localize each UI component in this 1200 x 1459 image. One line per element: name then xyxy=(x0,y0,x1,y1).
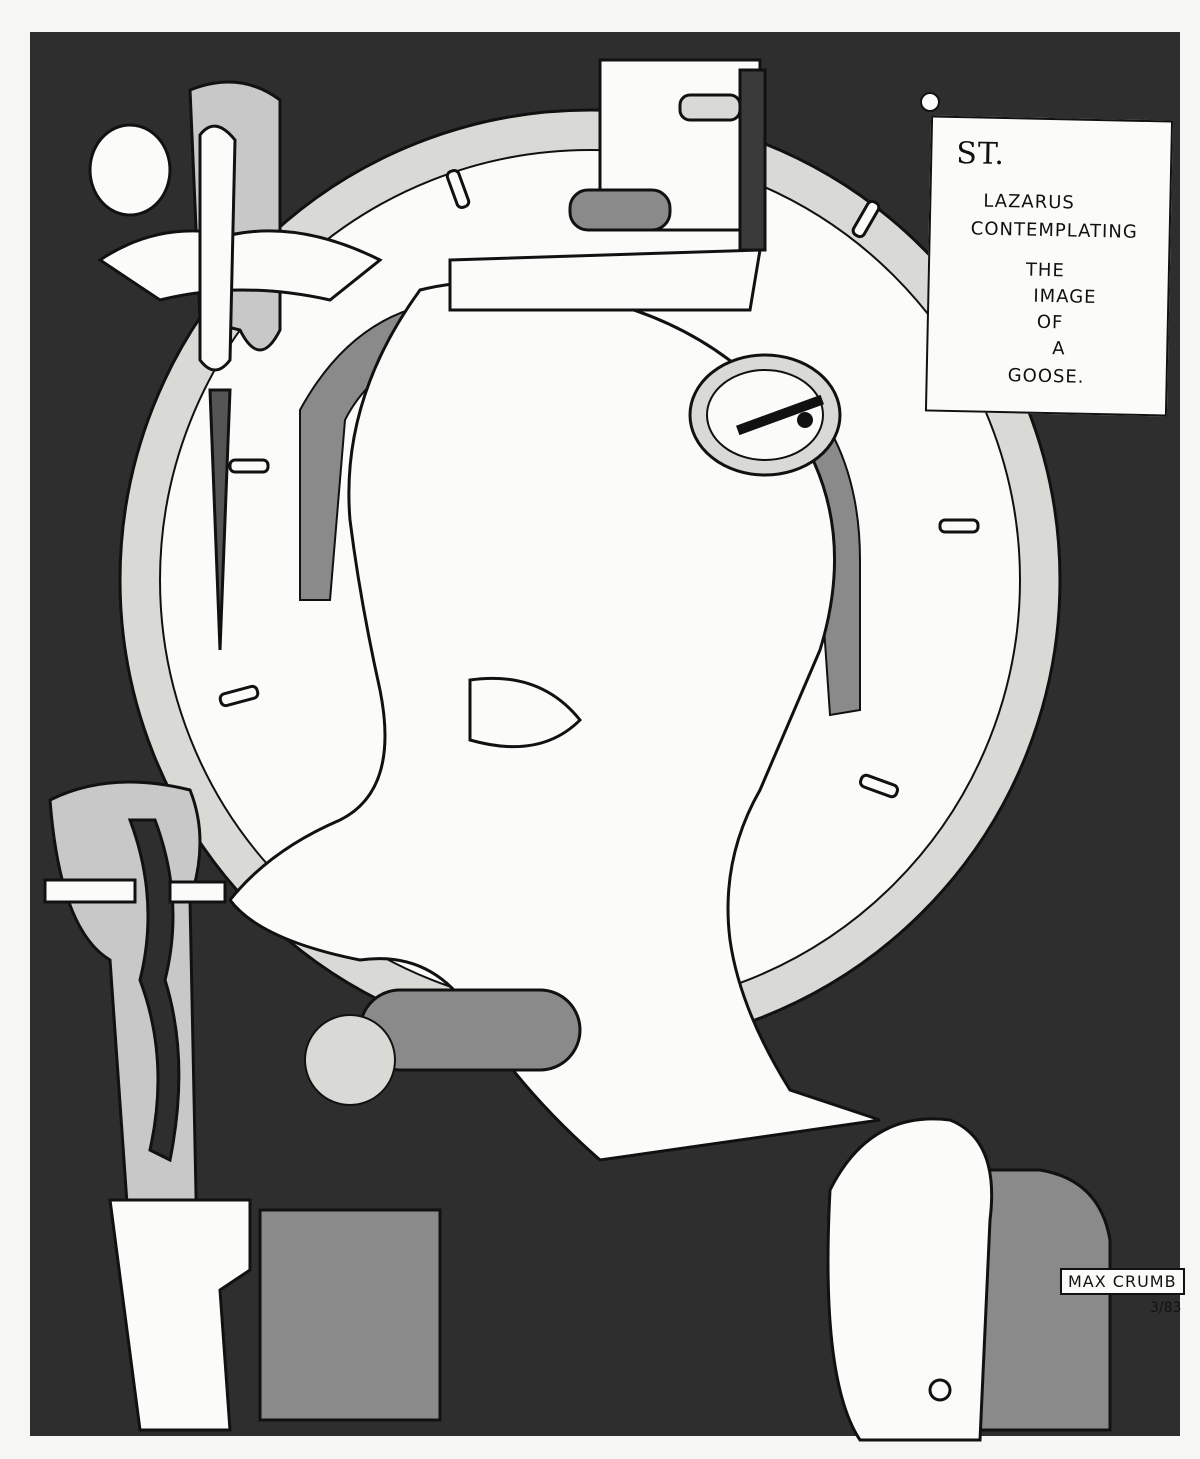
eye-machine xyxy=(688,353,842,477)
artist-signature: MAX CRUMB xyxy=(1060,1268,1185,1295)
title-line-6: A xyxy=(1052,338,1066,360)
title-card: ST. LAZARUS CONTEMPLATING THE IMAGE OF A… xyxy=(924,115,1174,417)
title-st: ST. xyxy=(955,136,1006,173)
title-line-3: THE xyxy=(1025,259,1066,282)
signature-date: 3/83 xyxy=(1150,1300,1182,1316)
bird-totem xyxy=(88,80,383,651)
title-line-7: GOOSE. xyxy=(1007,365,1085,388)
top-dot xyxy=(920,92,940,112)
chin-circle xyxy=(304,1014,396,1106)
mouth-shape xyxy=(468,676,583,749)
title-line-2: CONTEMPLATING xyxy=(970,218,1138,243)
lower-right-arm xyxy=(826,1117,1112,1442)
clock-ticks xyxy=(218,169,980,799)
title-line-5: OF xyxy=(1036,311,1064,334)
title-line-1: LAZARUS xyxy=(983,190,1076,214)
title-line-4: IMAGE xyxy=(1033,285,1097,308)
lower-left-hand xyxy=(108,1198,442,1432)
head-totem xyxy=(448,58,767,312)
